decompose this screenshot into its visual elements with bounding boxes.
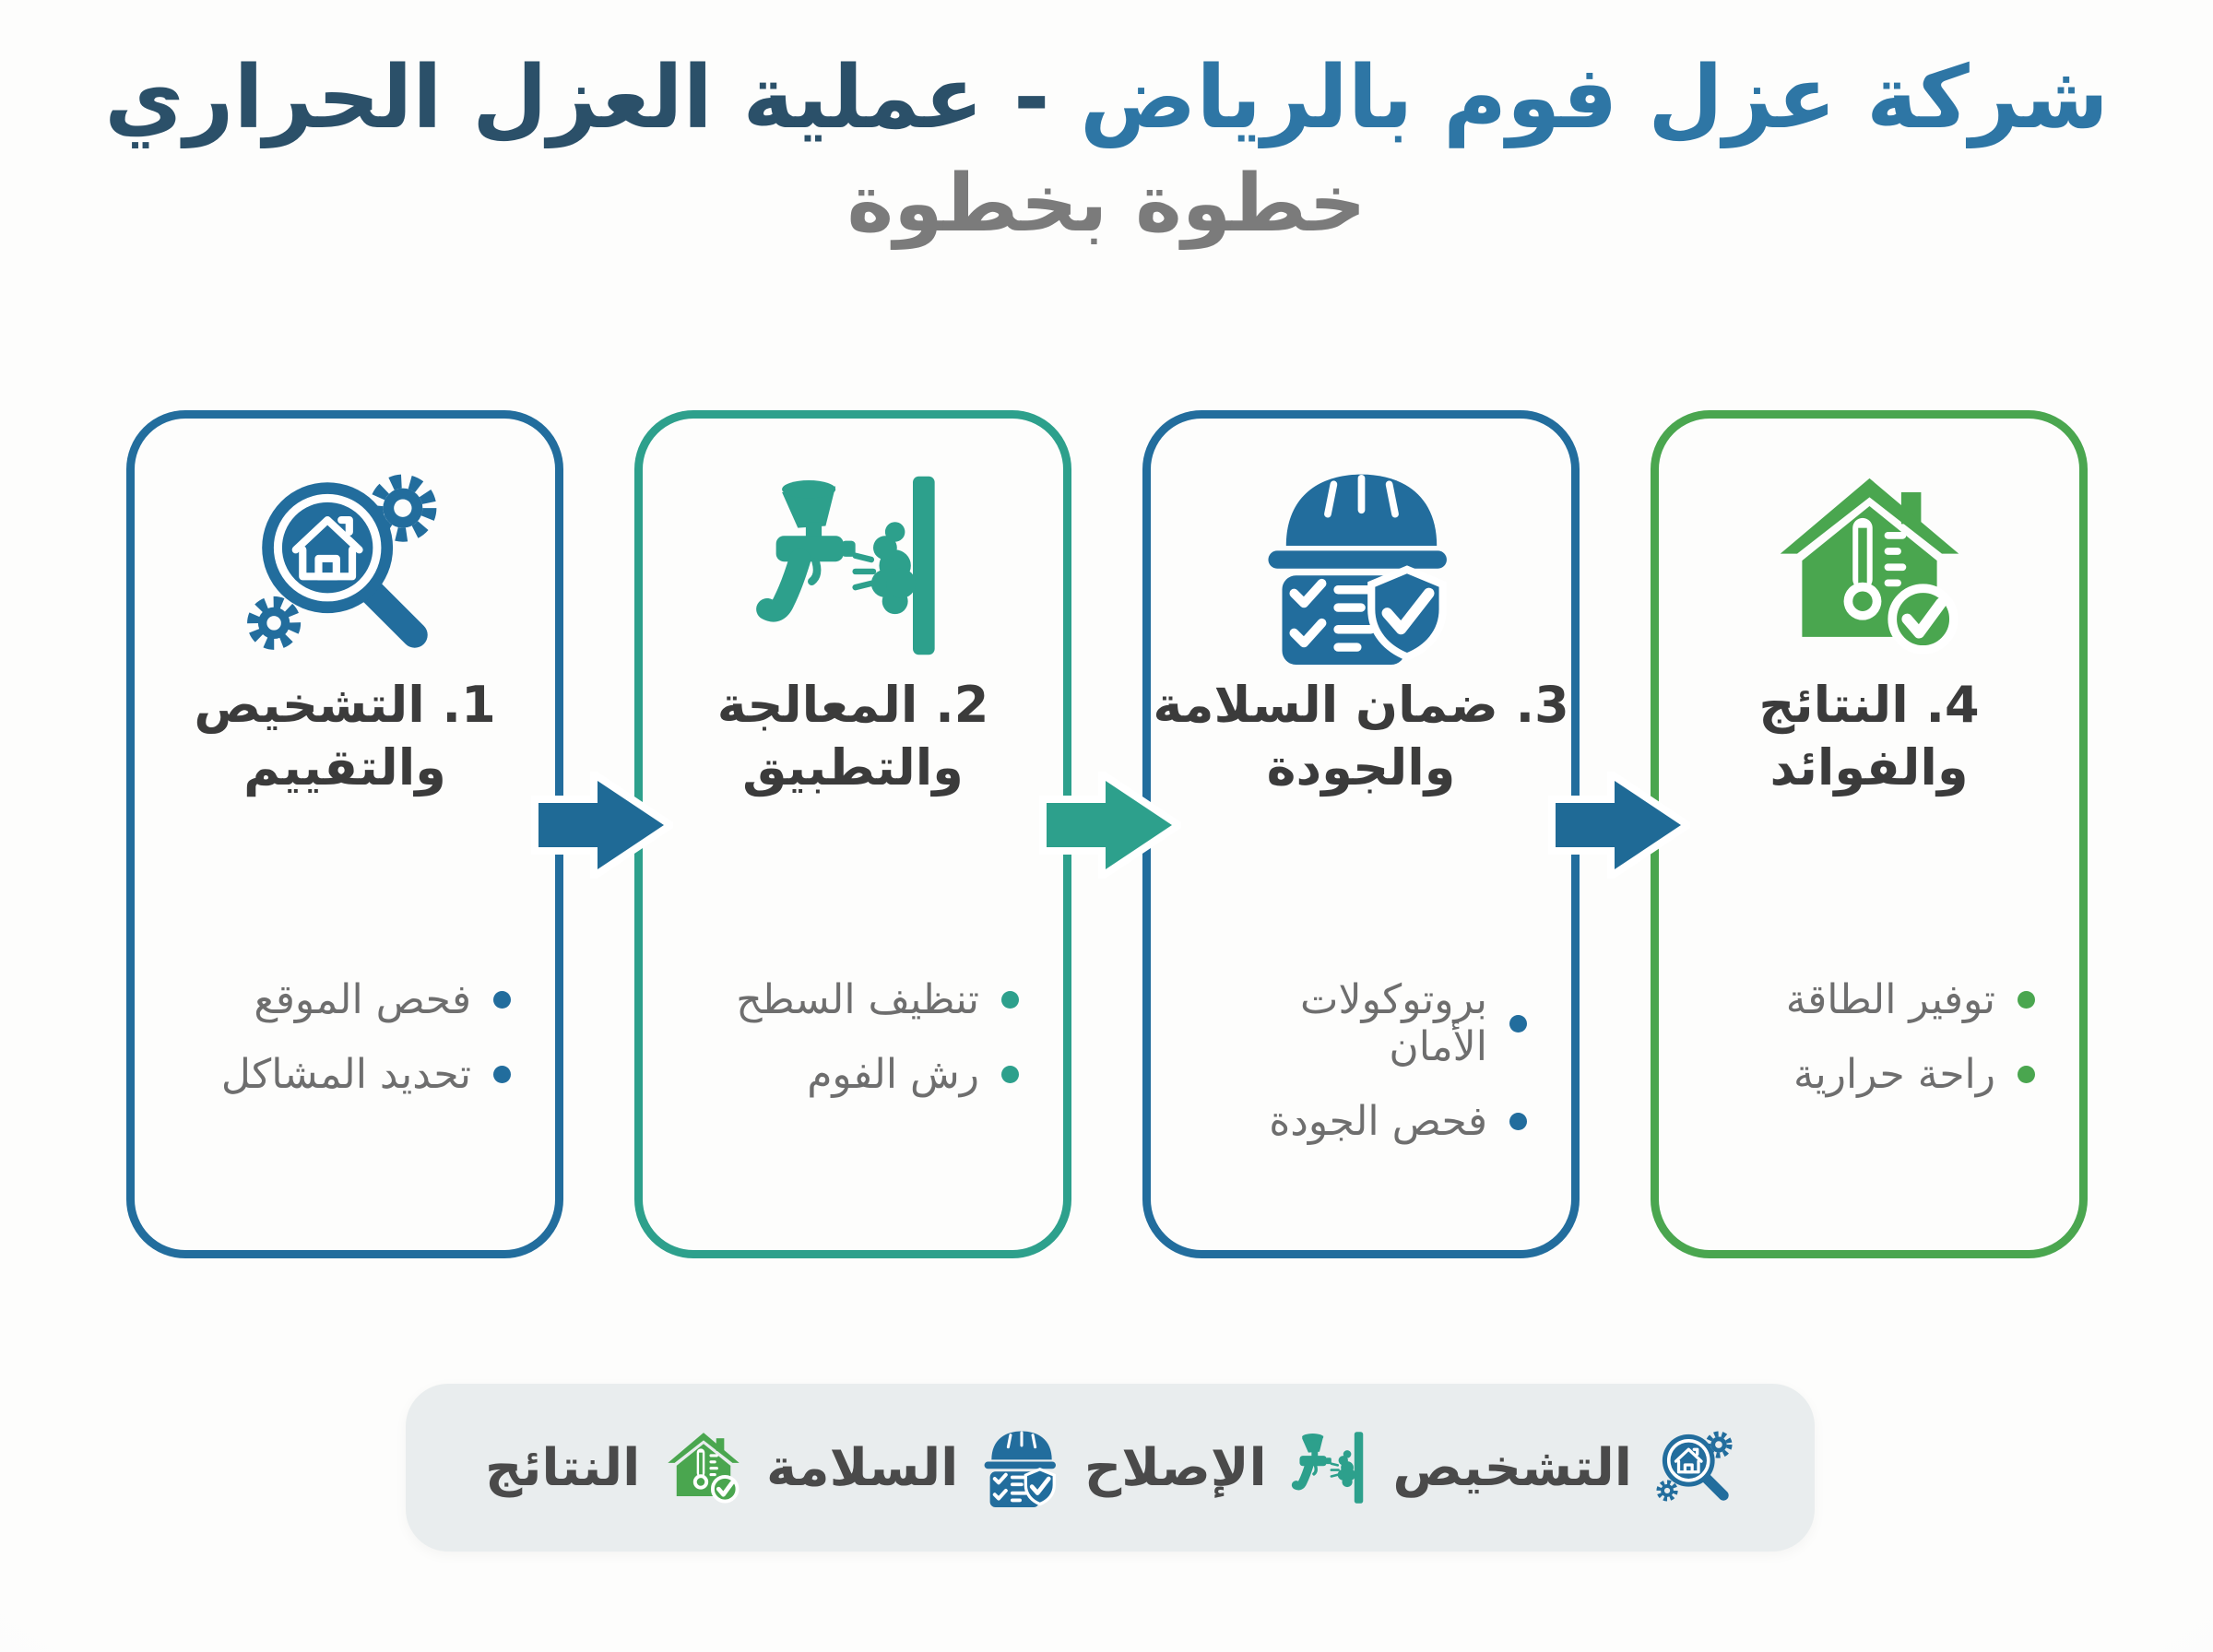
flow-arrow-icon — [526, 772, 673, 879]
legend-item-repair: الإصلاح — [1084, 1428, 1370, 1507]
step-card-safety: 3. ضمان السلامة والجودة بروتوكولات الأما… — [1142, 410, 1580, 1258]
step-card-results: 4. النتائج والفوائد توفير الطاقة راحة حر… — [1651, 410, 2088, 1258]
flow-arrow-icon — [1034, 772, 1181, 879]
legend-label: النتائج — [485, 1437, 641, 1498]
legend-label: السلامة — [765, 1437, 959, 1498]
step-bullets: بروتوكولات الأمان فحص الجودة — [1151, 976, 1571, 1145]
page-title: شركة عزل فوم بالرياض - عملية العزل الحرا… — [0, 44, 2213, 153]
bullet-text: فحص الموقع — [254, 976, 471, 1024]
magnifier-house-gears-icon — [246, 466, 444, 665]
house-thermometer-check-icon — [664, 1428, 743, 1507]
bullet-dot — [1509, 1014, 1527, 1032]
step-bullets: فحص الموقع تحديد المشاكل — [135, 976, 555, 1098]
bullet-dot — [493, 1066, 511, 1084]
step-title: 4. النتائج والفوائد — [1758, 676, 1980, 797]
legend-item-diagnosis: التشخيص — [1392, 1428, 1735, 1507]
spray-gun-foam-icon — [754, 466, 953, 665]
legend-item-results: النتائج — [485, 1428, 743, 1507]
step-card-application: 2. المعالجة والتطبيق تنظيف السطح رش الفو… — [634, 410, 1071, 1258]
list-item: رش الفوم — [687, 1051, 1019, 1098]
step-title: 1. التشخيص والتقييم — [194, 676, 496, 797]
title-block: شركة عزل فوم بالرياض - عملية العزل الحرا… — [0, 44, 2213, 252]
title-process-name: عملية العزل الحراري — [104, 48, 984, 148]
bullet-text: تحديد المشاكل — [220, 1051, 471, 1099]
page-subtitle: خطوة بخطوة — [846, 157, 1367, 250]
legend-label: الإصلاح — [1083, 1437, 1267, 1498]
bullet-text: بروتوكولات الأمان — [1300, 976, 1487, 1071]
flow-arrow-icon — [1543, 772, 1690, 879]
helmet-checklist-shield-icon — [1262, 466, 1461, 665]
bullet-dot — [2018, 991, 2035, 1009]
list-item: فحص الموقع — [179, 976, 511, 1023]
list-item: توفير الطاقة — [1703, 976, 2035, 1023]
bullet-text: تنظيف السطح — [736, 976, 979, 1024]
bullet-dot — [1001, 991, 1019, 1009]
spray-gun-foam-icon — [1291, 1428, 1370, 1507]
legend-bar: التشخيص الإصلاح السلامة النتائج — [406, 1384, 1815, 1552]
step-title: 3. ضمان السلامة والجودة — [1153, 676, 1569, 797]
bullet-dot — [1001, 1066, 1019, 1084]
bullet-text: توفير الطاقة — [1785, 976, 1995, 1024]
magnifier-house-gears-icon — [1656, 1428, 1735, 1507]
step-icon-wrap — [1262, 466, 1461, 665]
list-item: تحديد المشاكل — [179, 1051, 511, 1098]
house-thermometer-check-icon — [1770, 466, 1969, 665]
steps-row: 1. التشخيص والتقييم فحص الموقع تحديد الم… — [126, 410, 2088, 1258]
bullet-dot — [493, 991, 511, 1009]
step-bullets: توفير الطاقة راحة حرارية — [1659, 976, 2079, 1098]
bullet-dot — [1509, 1113, 1527, 1131]
helmet-checklist-shield-icon — [982, 1428, 1061, 1507]
list-item: تنظيف السطح — [687, 976, 1019, 1023]
title-separator: - — [983, 48, 1080, 148]
step-icon-wrap — [246, 466, 444, 665]
step-card-diagnosis: 1. التشخيص والتقييم فحص الموقع تحديد الم… — [126, 410, 563, 1258]
step-icon-wrap — [1770, 466, 1969, 665]
list-item: راحة حرارية — [1703, 1051, 2035, 1098]
legend-label: التشخيص — [1392, 1437, 1632, 1498]
bullet-text: رش الفوم — [807, 1051, 979, 1099]
step-bullets: تنظيف السطح رش الفوم — [643, 976, 1063, 1098]
title-company-name: شركة عزل فوم بالرياض — [1079, 48, 2109, 148]
step-icon-wrap — [754, 466, 953, 665]
bullet-text: راحة حرارية — [1793, 1051, 1995, 1099]
bullet-text: فحص الجودة — [1269, 1098, 1487, 1146]
legend-item-safety: السلامة — [766, 1428, 1061, 1507]
list-item: بروتوكولات الأمان — [1195, 976, 1527, 1070]
list-item: فحص الجودة — [1195, 1098, 1527, 1145]
bullet-dot — [2018, 1066, 2035, 1084]
step-title: 2. المعالجة والتطبيق — [716, 676, 989, 797]
